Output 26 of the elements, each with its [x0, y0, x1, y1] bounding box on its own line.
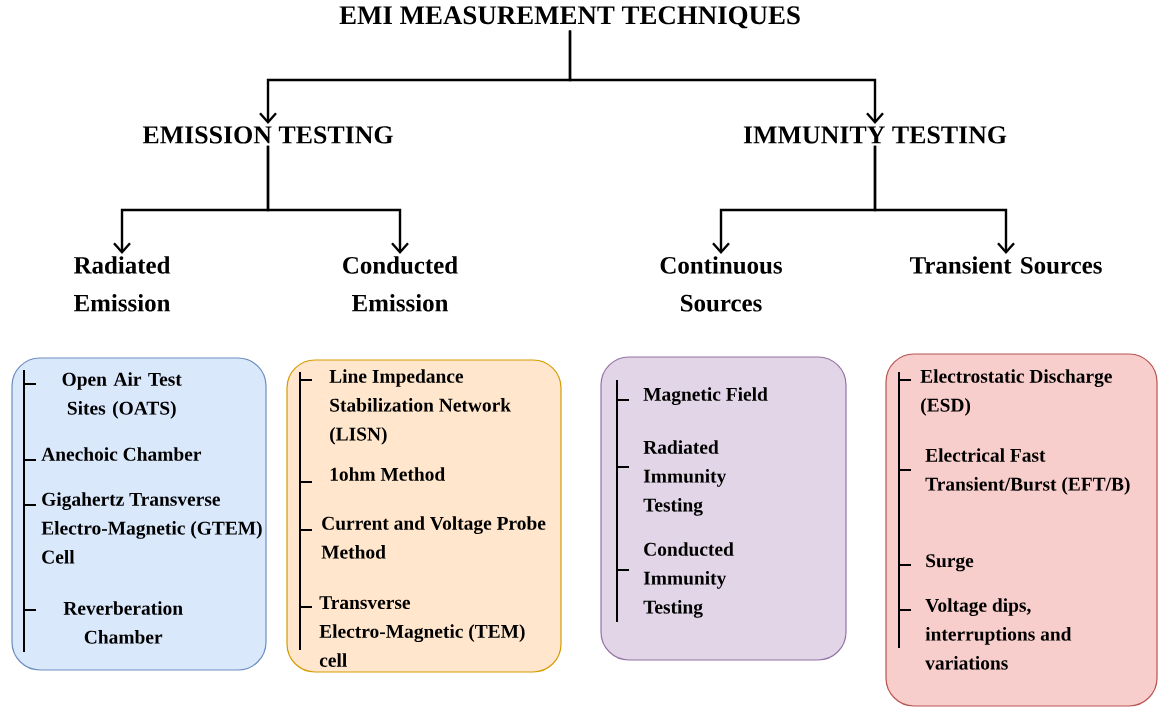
heading: EMISSION TESTING	[142, 126, 393, 144]
rounded-box	[11, 357, 267, 671]
list-item: Current and Voltage Probe Method	[321, 516, 546, 559]
list-item: Reverberation Chamber	[63, 601, 183, 644]
list-item: Radiated Immunity Testing	[643, 440, 727, 516]
list-item: 1ohm Method	[330, 467, 445, 481]
heading: Radiated Emission	[74, 256, 171, 312]
list-item: Gigahertz Transverse Electro-Magnetic (GTEM) Cell	[41, 492, 262, 564]
heading: Conducted Emission	[343, 256, 458, 312]
rounded-box	[600, 356, 847, 661]
rounded-box	[286, 359, 562, 673]
list-item: Electrical Fast Transient/Burst (EFT/B)	[925, 448, 1130, 495]
heading: Continuous Sources	[660, 256, 782, 312]
list-item: Electrostatic Discharge (ESD)	[920, 369, 1112, 416]
heading: Transient Sources	[910, 256, 1102, 274]
list-item: Surge	[926, 554, 974, 572]
list-item: Transverse Electro-Magnetic (TEM) cell	[319, 596, 525, 667]
list-item: Open Air Test Sites (OATS)	[62, 372, 182, 419]
rounded-box	[885, 353, 1158, 707]
list-item: Voltage dips, interruptions and variations	[925, 598, 1072, 670]
heading: EMI MEASUREMENT TECHNIQUES	[339, 6, 800, 29]
list-item: Line Impedance Stabilization Network (LISN)	[329, 369, 512, 445]
list-item: Magnetic Field	[643, 387, 768, 405]
heading: IMMUNITY TESTING	[743, 126, 1007, 144]
list-item: Conducted Immunity Testing	[643, 542, 734, 618]
list-item: Anechoic Chamber	[41, 447, 202, 461]
